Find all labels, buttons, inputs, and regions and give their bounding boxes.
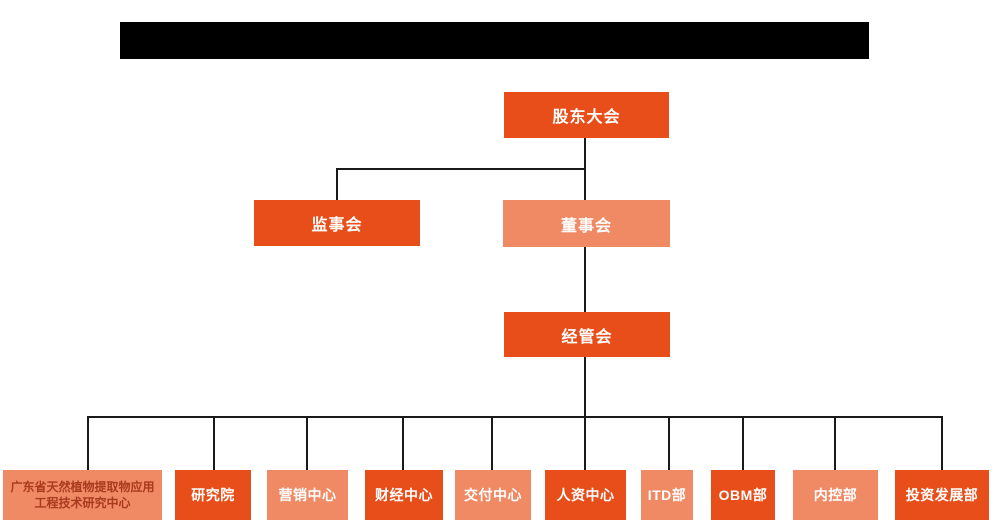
org-node-label: OBM部 xyxy=(718,487,768,503)
connector-management-down xyxy=(584,357,586,470)
org-node-delivery-center: 交付中心 xyxy=(455,470,531,520)
org-node-obm-department: OBM部 xyxy=(711,470,775,520)
org-node-label: ITD部 xyxy=(647,487,687,503)
connector-drop-itd xyxy=(668,416,670,470)
org-node-supervisory-board: 监事会 xyxy=(254,200,420,246)
org-node-label: 财经中心 xyxy=(375,487,433,503)
org-node-label: 人资中心 xyxy=(556,487,615,503)
org-node-label: 内控部 xyxy=(813,487,858,503)
org-node-label: 研究院 xyxy=(191,487,235,503)
org-node-marketing-center: 营销中心 xyxy=(267,470,348,520)
redacted-title-bar xyxy=(120,22,869,59)
org-node-internal-control-department: 内控部 xyxy=(793,470,878,520)
org-node-label: 投资发展部 xyxy=(905,487,979,503)
org-node-hr-center: 人资中心 xyxy=(545,470,626,520)
org-node-investment-development-department: 投资发展部 xyxy=(895,470,989,520)
org-node-label: 股东大会 xyxy=(552,109,621,126)
org-node-label: 广东省天然植物提取物应用工程技术研究中心 xyxy=(10,479,155,510)
connector-drop-research-institute xyxy=(213,416,215,470)
org-node-shareholders-meeting: 股东大会 xyxy=(504,92,669,138)
connector-drop-research-center xyxy=(87,416,89,470)
connector-distribution-horizontal xyxy=(87,416,943,418)
connector-drop-marketing xyxy=(306,416,308,470)
connector-supervisors-drop xyxy=(336,168,338,200)
org-node-research-center: 广东省天然植物提取物应用工程技术研究中心 xyxy=(3,470,162,520)
org-node-label: 营销中心 xyxy=(278,487,337,503)
org-node-finance-center: 财经中心 xyxy=(365,470,443,520)
org-node-management-committee: 经管会 xyxy=(504,312,670,357)
connector-drop-delivery xyxy=(491,416,493,470)
connector-drop-internal-control xyxy=(834,416,836,470)
org-node-label: 交付中心 xyxy=(464,487,522,503)
connector-directors-management xyxy=(584,247,586,312)
org-node-label: 监事会 xyxy=(311,217,363,234)
org-node-label: 经管会 xyxy=(561,328,613,346)
org-node-board-of-directors: 董事会 xyxy=(503,200,670,247)
org-node-itd-department: ITD部 xyxy=(641,470,693,520)
connector-drop-investment xyxy=(941,416,943,470)
connector-drop-obm xyxy=(742,416,744,470)
org-node-research-institute: 研究院 xyxy=(175,470,251,520)
org-node-label: 董事会 xyxy=(560,217,612,235)
connector-branch-horizontal xyxy=(336,168,586,170)
connector-drop-finance xyxy=(402,416,404,470)
